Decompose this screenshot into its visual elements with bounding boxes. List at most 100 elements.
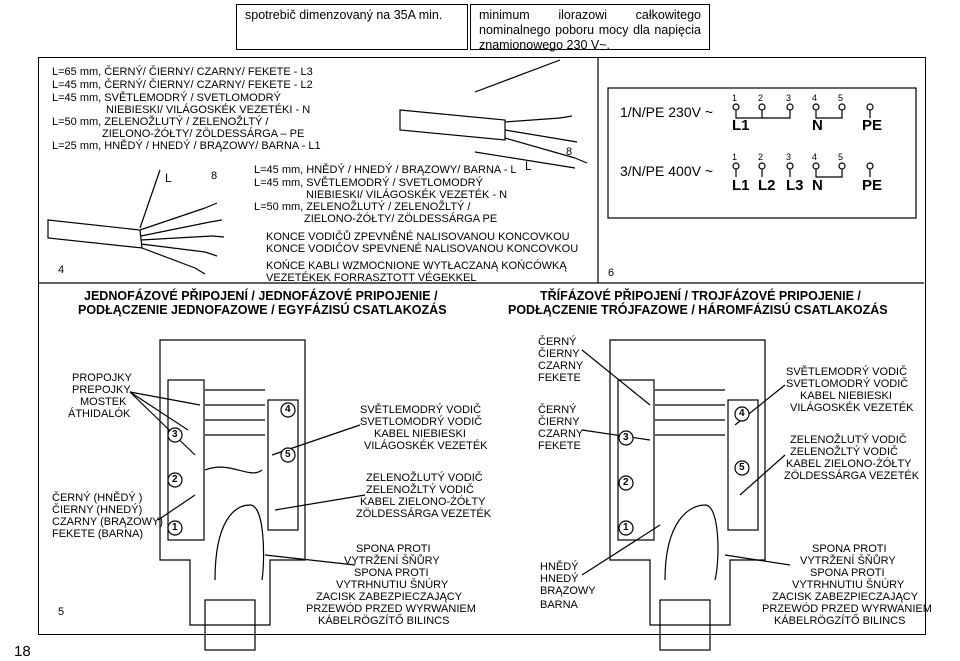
sp-green-3: KABEL ZIELONO-ŻÓŁTY [360, 496, 486, 508]
figure-number-5: 5 [58, 606, 65, 618]
sp-terminal-1: 1 [172, 522, 178, 533]
tp-black2-3: CZARNY [538, 428, 584, 440]
tp-green-2: ZELENOŽLTÝ VODIČ [790, 446, 898, 458]
tp-blue-4: VILÁGOSKÉK VEZETÉK [790, 402, 914, 414]
cable-right-line1: L=45 mm, HNĚDÝ / HNEDÝ / BRĄZOWY/ BARNA … [254, 164, 517, 176]
tp-black2-1: ČERNÝ [538, 404, 577, 416]
single-phase-title2: PODŁĄCZENIE JEDNOFAZOWE / EGYFÁZISÚ CSAT… [78, 303, 447, 317]
terminal-num-2b: 2 [758, 152, 764, 162]
sp-brown-1: ČERNÝ (HNĚDÝ ) [52, 492, 143, 504]
tp-terminal-3: 3 [623, 432, 629, 443]
sp-clamp-1: SPONA PROTI [356, 543, 431, 555]
tp-clamp-6: PRZEWÓD PRZED WYRWANIEM [762, 603, 932, 615]
tp-brown-2: HNEDÝ [540, 573, 579, 585]
bridges-label-1: PROPOJKY [72, 372, 132, 384]
cable-right-line3: NIEBIESKI/ VILÁGOSKÉK VEZETÉK - N [306, 189, 508, 201]
ends-note-line3: KOŃCE KABLI WZMOCNIONE WYTŁACZANĄ KOŃCÓW… [266, 260, 567, 272]
tp-black2-2: ČIERNY [538, 416, 580, 428]
strip-mark-left: 8 [211, 170, 218, 182]
cable-left-line7: L=25 mm, HNĚDÝ / HNEDÝ / BRĄZOWY/ BARNA … [52, 140, 321, 152]
tp-terminal-2: 2 [623, 477, 629, 488]
three-phase-title2: PODŁĄCZENIE TRÓJFAZOWE / HÁROMFÁZISÚ CSA… [508, 303, 888, 317]
terminal-num-3b: 3 [786, 152, 792, 162]
single-phase-title1: JEDNOFÁZOVÉ PŘIPOJENÍ / JEDNOFÁZOVÉ PRIP… [84, 289, 438, 303]
row2-term-l1: L1 [732, 177, 750, 194]
row2-term-n: N [812, 177, 823, 194]
sp-brown-3: CZARNY (BRĄZOWY) [52, 516, 164, 528]
header-right-box: minimum ilorazowi całkowitego nominalneg… [470, 4, 710, 52]
tp-clamp-3: SPONA PROTI [810, 567, 885, 579]
tp-brown-3: BRĄZOWY [540, 585, 596, 597]
figure-frame [38, 57, 926, 635]
terminal-num-3a: 3 [786, 93, 792, 103]
header-left-box: spotrebič dimenzovaný na 35A min. [236, 4, 468, 50]
sp-blue-2: SVETLOMODRÝ VODIČ [360, 416, 483, 428]
bridges-label-4: ÁTHIDALÓK [68, 408, 131, 420]
sp-clamp-2: VYTRŽENÍ ŠŇŮRY [344, 555, 440, 567]
terminal-num-5b: 5 [838, 152, 844, 162]
sp-green-2: ZELENOŽLTÝ VODIČ [366, 484, 474, 496]
sp-clamp-5: ZACISK ZABEZPIECZAJĄCY [316, 591, 463, 603]
sp-terminal-3: 3 [172, 429, 178, 440]
cable-left-line3: L=45 mm, SVĚTLEMODRÝ / SVETLOMODRÝ [52, 92, 281, 104]
tp-brown-4: BARNA [540, 599, 578, 611]
terminal-num-5a: 5 [838, 93, 844, 103]
tp-green-3: KABEL ZIELONO-ŻÓŁTY [786, 458, 912, 470]
tp-black1-4: FEKETE [538, 372, 581, 384]
cable-right-line5: ZIELONO-ŻÓŁTY/ ZÖLDESSÁRGA PE [304, 213, 498, 225]
bridges-label-3: MOSTEK [80, 396, 127, 408]
row1-term-pe: PE [862, 117, 883, 134]
sp-blue-4: VILÁGOSKÉK VEZETÉK [364, 440, 488, 452]
figure-number-6: 6 [608, 267, 615, 279]
ends-note-line2: KONCE VODIČOV SPEVNENÉ NALISOVANOU KONCO… [266, 243, 579, 255]
header-right-text: minimum ilorazowi całkowitego nominalneg… [479, 8, 701, 52]
tp-black1-1: ČERNÝ [538, 336, 577, 348]
cable-left-line2: L=45 mm, ČERNÝ/ ČIERNY/ CZARNY/ FEKETE -… [52, 79, 313, 91]
terminal-num-4a: 4 [812, 93, 818, 103]
header-left-text: spotrebič dimenzovaný na 35A min. [245, 8, 443, 22]
length-mark-right: L [525, 159, 532, 173]
tp-clamp-4: VYTRHNUTIU ŠNÚRY [792, 579, 905, 591]
tp-green-4: ZÖLDESSÁRGA VEZETÉK [784, 470, 920, 482]
cable-left-line4: NIEBIESKI/ VILÁGOSKÉK VEZETÉKI - N [106, 104, 311, 116]
sp-blue-3: KABEL NIEBIESKI [374, 428, 466, 440]
voltage-row1-label: 1/N/PE 230V ~ [620, 104, 714, 120]
tp-clamp-2: VYTRŽENÍ ŠŇŮRY [800, 555, 896, 567]
tp-blue-1: SVĚTLEMODRÝ VODIČ [786, 366, 908, 378]
ends-note-line1: KONCE VODIČŮ ZPEVNĚNÉ NALISOVANOU KONCOV… [266, 231, 570, 243]
terminal-num-1a: 1 [732, 93, 738, 103]
tp-clamp-7: KÁBELRÖGZÍTŐ BILINCS [774, 615, 906, 627]
row1-term-l1: L1 [732, 117, 750, 134]
row2-term-l3: L3 [786, 177, 804, 194]
cable-right-line2: L=45 mm, SVĚTLEMODRÝ / SVETLOMODRÝ [254, 177, 483, 189]
sp-terminal-5: 5 [285, 449, 291, 460]
sp-brown-2: ČIERNY (HNEDÝ) [52, 504, 143, 516]
sp-clamp-4: VYTRHNUTIU ŠNÚRY [336, 579, 449, 591]
cable-right-line4: L=50 mm, ZELENOŽLUTÝ / ZELENOŽLTÝ / [254, 201, 471, 213]
row2-term-pe: PE [862, 177, 883, 194]
cable-left-line6: ZIELONO-ŻÓŁTY/ ZÖLDESSÁRGA – PE [102, 128, 305, 140]
cable-left-line5: L=50 mm, ZELENOŽLUTÝ / ZELENOŽLTÝ / [52, 116, 269, 128]
tp-green-1: ZELENOŽLUTÝ VODIČ [790, 434, 907, 446]
tp-black1-3: CZARNY [538, 360, 584, 372]
sp-terminal-2: 2 [172, 474, 178, 485]
terminal-num-2a: 2 [758, 93, 764, 103]
tp-terminal-5: 5 [739, 462, 745, 473]
cable-left-line1: L=65 mm, ČERNÝ/ ČIERNY/ CZARNY/ FEKETE -… [52, 66, 313, 78]
sp-green-4: ZÖLDESSÁRGA VEZETÉK [356, 508, 492, 520]
sp-terminal-4: 4 [285, 404, 291, 415]
row1-term-n: N [812, 117, 823, 134]
sp-clamp-3: SPONA PROTI [354, 567, 429, 579]
terminal-num-1b: 1 [732, 152, 738, 162]
strip-mark-right: 8 [566, 146, 573, 158]
tp-black1-2: ČIERNY [538, 348, 580, 360]
tp-terminal-4: 4 [739, 408, 745, 419]
sp-green-1: ZELENOŽLUTÝ VODIČ [366, 472, 483, 484]
sp-blue-1: SVĚTLEMODRÝ VODIČ [360, 404, 482, 416]
tp-clamp-1: SPONA PROTI [812, 543, 887, 555]
sp-clamp-6: PRZEWÓD PRZED WYRWANIEM [306, 603, 476, 615]
terminal-num-4b: 4 [812, 152, 818, 162]
row2-term-l2: L2 [758, 177, 776, 194]
three-phase-title1: TŘÍFÁZOVÉ PŘIPOJENÍ / TROJFÁZOVÉ PRIPOJE… [540, 289, 861, 303]
